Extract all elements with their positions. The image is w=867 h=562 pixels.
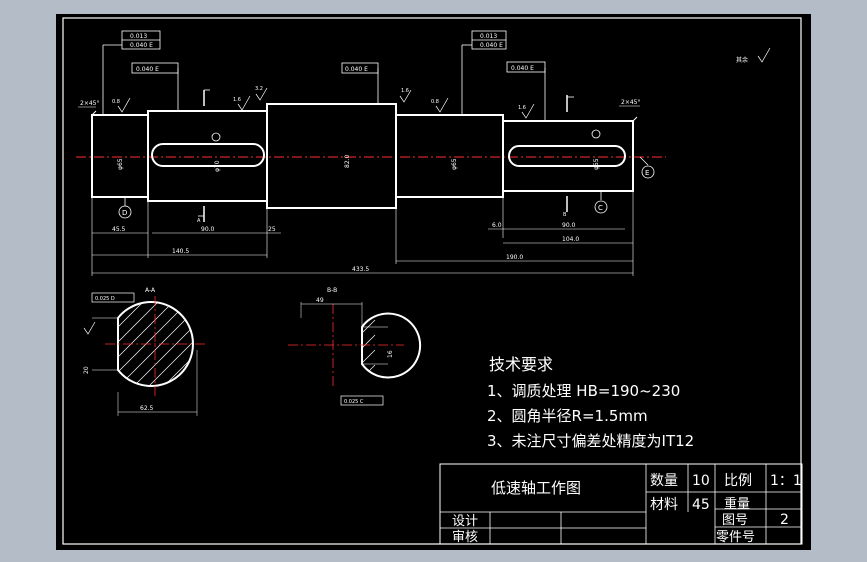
part-no-label: 零件号 — [716, 530, 755, 545]
dim-1040: 104.0 — [562, 236, 579, 243]
svg-text:0.8: 0.8 — [431, 99, 439, 105]
tol-fc1b: 0.040 E — [130, 42, 153, 49]
datum-symbols: D C E — [118, 156, 655, 219]
dim-1900: 190.0 — [506, 254, 523, 261]
svg-text:C: C — [598, 204, 603, 212]
dim-455: 45.5 — [112, 226, 126, 233]
tech-title: 技术要求 — [489, 355, 553, 374]
review-label: 审核 — [452, 530, 478, 545]
section-aa-depth: 62.5 — [140, 405, 154, 412]
section-bb-depth: 49 — [316, 297, 324, 304]
dim-dia-d: φ55 — [593, 158, 600, 170]
scale-label: 比例 — [724, 473, 752, 489]
drawing-name: 低速轴工作图 — [491, 479, 581, 497]
dim-25: 25 — [268, 226, 276, 233]
chamfer-left: 2×45° — [80, 100, 99, 107]
tol-sym-a: 0.025 D — [95, 296, 115, 302]
section-bb-title: B-B — [327, 287, 337, 294]
dim-900b: 90.0 — [562, 222, 576, 229]
svg-text:D: D — [122, 209, 127, 217]
technical-requirements: 技术要求 1、调质处理 HB=190~230 2、圆角半径R=1.5mm 3、未… — [487, 355, 694, 450]
svg-text:1.6: 1.6 — [518, 105, 526, 111]
tech-item-1: 1、调质处理 HB=190~230 — [487, 382, 680, 400]
drawing-frame — [62, 17, 802, 545]
section-a-a: A-A 0.025 D 20 62.5 — [83, 287, 205, 416]
svg-text:1.6: 1.6 — [401, 88, 409, 94]
tol-fc2b: 0.040 E — [480, 42, 503, 49]
cut-b-label: B — [563, 212, 567, 218]
rough-default: 其余 — [736, 56, 748, 64]
dim-dia-c: φ65 — [451, 158, 458, 170]
drawing-no-value: 2 — [780, 512, 789, 528]
dimension-lines: 45.5 90.0 25 140.5 433.5 6.0 90.0 104.0 … — [91, 191, 634, 276]
qty-value: 10 — [692, 473, 710, 489]
title-block: 低速轴工作图 数量 10 比例 1：1 材料 45 重量 图号 2 零件号 设计… — [439, 463, 803, 545]
drawing-no-label: 图号 — [722, 513, 748, 528]
dim-900a: 90.0 — [201, 226, 215, 233]
tol-fc2: 0.013 — [480, 33, 497, 40]
dim-60: 6.0 — [492, 222, 502, 229]
tol-fc1: 0.013 — [130, 33, 147, 40]
section-b-b: B-B 49 16 0.025 C — [288, 287, 422, 406]
svg-text:1.6: 1.6 — [233, 97, 241, 103]
section-aa-title: A-A — [145, 287, 156, 294]
tol-runout2: 0.040 E — [345, 66, 368, 73]
tech-item-3: 3、未注尺寸偏差处精度为IT12 — [487, 432, 694, 450]
dim-1405: 140.5 — [172, 248, 189, 255]
svg-text:E: E — [645, 169, 649, 177]
dim-dia-mid: 82.0 — [344, 154, 351, 168]
tol-runout1: 0.040 E — [136, 66, 159, 73]
keyway-2 — [508, 145, 626, 167]
material-value: 45 — [692, 497, 710, 513]
tol-runout3: 0.040 E — [511, 65, 534, 72]
svg-text:0.8: 0.8 — [112, 99, 120, 105]
material-label: 材料 — [650, 497, 678, 513]
section-bb-width: 16 — [387, 350, 394, 358]
shaft-seg-5 — [502, 120, 634, 192]
tolerance-frames-top: 0.013 0.040 E 0.040 E 0.040 E 0.013 0.04… — [78, 30, 640, 121]
cut-a-label: A — [197, 218, 201, 224]
roughness-marks: 0.8 1.6 3.2 1.6 0.8 1.6 其余 — [112, 47, 771, 119]
section-aa-width: 20 — [83, 366, 90, 374]
shaft-main-view: φ65 φ70 82.0 φ65 φ55 — [76, 103, 666, 209]
model-space — [56, 14, 811, 550]
weight-label: 重量 — [724, 496, 750, 512]
keyway-1 — [151, 143, 265, 167]
section-cuts: A B — [197, 89, 574, 224]
dim-4335: 433.5 — [352, 266, 369, 273]
tech-item-2: 2、圆角半径R=1.5mm — [487, 407, 648, 425]
svg-text:3.2: 3.2 — [255, 86, 263, 92]
dim-dia-b: φ70 — [214, 160, 221, 172]
scale-value: 1：1 — [770, 473, 802, 489]
design-label: 设计 — [452, 514, 478, 529]
tol-sym-b: 0.025 C — [344, 399, 364, 405]
dim-dia-a: φ65 — [117, 158, 124, 170]
chamfer-right: 2×45° — [621, 99, 640, 106]
qty-label: 数量 — [650, 473, 678, 489]
